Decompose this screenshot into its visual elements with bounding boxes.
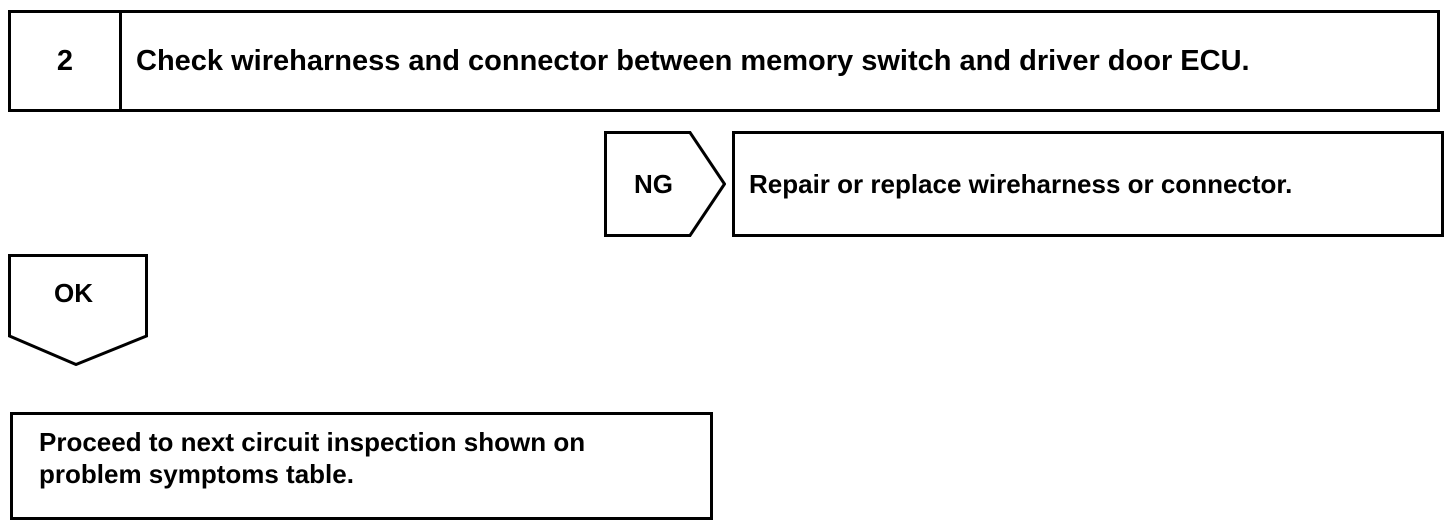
ng-result-box: Repair or replace wireharness or connect… <box>732 131 1444 237</box>
pentagon-down-icon <box>8 254 148 366</box>
step-instruction: Check wireharness and connector between … <box>136 44 1250 77</box>
ok-result-text: Proceed to next circuit inspection shown… <box>39 427 586 489</box>
step-instruction-cell: Check wireharness and connector between … <box>122 13 1437 109</box>
step-number-cell: 2 <box>11 13 122 109</box>
ok-result-box: Proceed to next circuit inspection shown… <box>10 412 713 520</box>
ng-label: NG <box>634 168 673 199</box>
ng-result-text: Repair or replace wireharness or connect… <box>749 168 1293 199</box>
step-number: 2 <box>56 44 74 77</box>
ok-branch-arrow: OK <box>8 254 148 366</box>
ng-branch-arrow: NG <box>604 131 726 237</box>
step-row: 2 Check wireharness and connector betwee… <box>8 10 1440 112</box>
pentagon-right-icon <box>604 131 726 237</box>
ok-label: OK <box>54 278 93 308</box>
